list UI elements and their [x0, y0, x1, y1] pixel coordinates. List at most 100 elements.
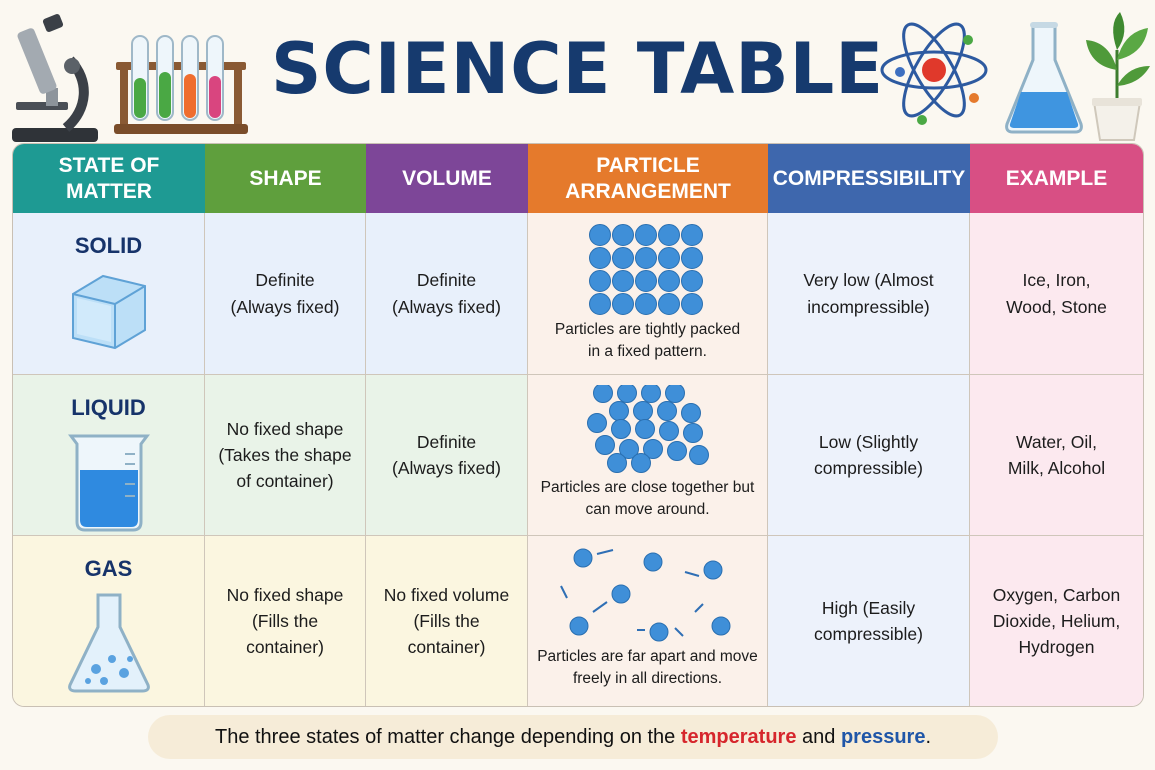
motion-line: [596, 549, 613, 555]
particle: [611, 224, 634, 246]
particle: [680, 403, 701, 423]
footer-temperature: temperature: [680, 725, 797, 748]
particle: [656, 401, 677, 421]
column-header-shape: SHAPE: [205, 144, 366, 213]
particle: [606, 453, 627, 473]
particle-diagram-liquid: [586, 385, 709, 473]
particle: [657, 270, 680, 292]
header: SCIENCE TABLE: [0, 0, 1155, 142]
particle: [640, 385, 661, 403]
particle: [611, 247, 634, 269]
particle: [608, 401, 629, 421]
particle-cell-solid: Particles are tightly packed in a fixed …: [528, 213, 768, 375]
particle: [588, 224, 611, 246]
example-cell-solid: Ice, Iron, Wood, Stone: [970, 213, 1143, 375]
particle: [569, 616, 588, 636]
beaker-icon: [67, 434, 150, 532]
particle: [680, 270, 703, 292]
particle: [680, 293, 703, 315]
particle: [573, 548, 592, 568]
particle: [666, 441, 687, 461]
particle: [611, 584, 630, 604]
particle: [680, 224, 703, 246]
footer-note: The three states of matter change depend…: [148, 715, 998, 759]
column-header-compressibility: COMPRESSIBILITY: [768, 144, 970, 213]
particle: [680, 247, 703, 269]
footer-text-end: .: [925, 725, 932, 748]
microscope-icon: [12, 14, 98, 142]
particle: [657, 247, 680, 269]
particle: [632, 401, 653, 421]
volume-cell-solid: Definite (Always fixed): [366, 213, 528, 375]
state-cell-gas: GAS: [13, 536, 205, 706]
gas-flask-icon: [67, 593, 150, 693]
particle: [634, 224, 657, 246]
particle: [588, 270, 611, 292]
page-title: SCIENCE TABLE: [270, 28, 885, 110]
flask-icon: [1005, 22, 1083, 134]
shape-cell-gas: No fixed shape (Fills the container): [205, 536, 366, 706]
particle: [592, 385, 613, 403]
particle: [586, 413, 607, 433]
particle: [634, 247, 657, 269]
particle: [588, 247, 611, 269]
particle: [594, 435, 615, 455]
particle: [643, 552, 662, 572]
motion-line: [673, 627, 684, 637]
particle: [610, 419, 631, 439]
particle-caption: Particles are tightly packed in a fixed …: [554, 321, 741, 361]
shape-cell-solid: Definite (Always fixed): [205, 213, 366, 375]
compressibility-cell-gas: High (Easily compressible): [768, 536, 970, 706]
particle: [642, 439, 663, 459]
particle: [616, 385, 637, 403]
shape-cell-liquid: No fixed shape (Takes the shape of conta…: [205, 375, 366, 536]
ice-cube-icon: [71, 274, 146, 350]
particle: [664, 385, 685, 403]
volume-cell-liquid: Definite (Always fixed): [366, 375, 528, 536]
example-cell-gas: Oxygen, Carbon Dioxide, Helium, Hydrogen: [970, 536, 1143, 706]
particle-caption: Particles are far apart and move freely …: [537, 648, 758, 688]
state-name: LIQUID: [71, 395, 146, 420]
particle: [630, 453, 651, 473]
atom-icon: [880, 22, 988, 125]
footer-text: The three states of matter change depend…: [214, 725, 681, 748]
particle: [649, 622, 668, 642]
particle: [703, 560, 722, 580]
particle: [657, 293, 680, 315]
particle: [588, 293, 611, 315]
particle-cell-liquid: Particles are close together but can mov…: [528, 375, 768, 536]
example-cell-liquid: Water, Oil, Milk, Alcohol: [970, 375, 1143, 536]
footer-text-middle: and: [796, 725, 841, 748]
science-table: STATE OF MATTER SHAPE VOLUME PARTICLE AR…: [12, 143, 1144, 707]
column-header-example: EXAMPLE: [970, 144, 1143, 213]
particle: [711, 616, 730, 636]
particle: [658, 421, 679, 441]
particle: [611, 270, 634, 292]
particle-caption: Particles are close together but can mov…: [540, 479, 755, 519]
plant-icon: [1086, 12, 1150, 141]
particle: [634, 293, 657, 315]
compressibility-cell-solid: Very low (Almost incompressible): [768, 213, 970, 375]
column-header-volume: VOLUME: [366, 144, 528, 213]
footer-pressure: pressure: [840, 725, 926, 748]
column-header-state: STATE OF MATTER: [13, 144, 205, 213]
particle: [634, 270, 657, 292]
column-header-particle-arrangement: PARTICLE ARRANGEMENT: [528, 144, 768, 213]
particle: [611, 293, 634, 315]
test-tube-rack-icon: [114, 35, 248, 134]
particle: [657, 224, 680, 246]
particle-diagram-solid: [588, 224, 703, 315]
particle: [688, 445, 709, 465]
particle-diagram-gas: [559, 548, 730, 642]
state-cell-solid: SOLID: [13, 213, 205, 375]
particle-cell-gas: Particles are far apart and move freely …: [528, 536, 768, 706]
motion-line: [693, 603, 704, 613]
state-cell-liquid: LIQUID: [13, 375, 205, 536]
particle: [634, 419, 655, 439]
motion-line: [684, 571, 699, 577]
volume-cell-gas: No fixed volume (Fills the container): [366, 536, 528, 706]
particle: [682, 423, 703, 443]
state-name: SOLID: [74, 233, 143, 258]
state-name: GAS: [84, 556, 133, 581]
motion-line: [559, 585, 568, 599]
